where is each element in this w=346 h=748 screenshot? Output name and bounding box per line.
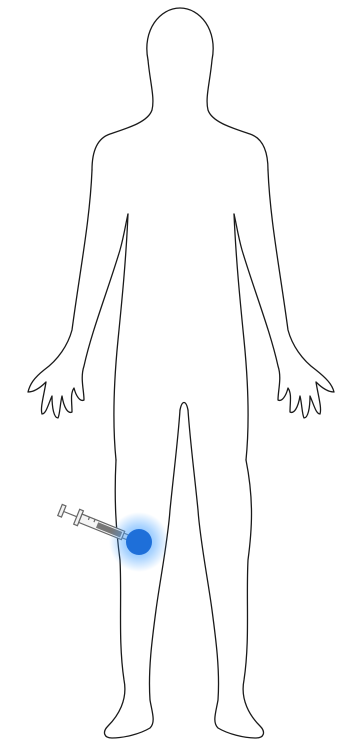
syringe-plunger-handle (58, 504, 66, 517)
head-outline-left (92, 60, 153, 170)
left-arm-outline (28, 170, 128, 418)
human-figure-outline (28, 8, 334, 738)
right-arm-outline (234, 170, 334, 418)
crotch-outline (180, 403, 188, 411)
injection-site-dot (126, 529, 152, 555)
right-leg-outline (188, 410, 263, 738)
injection-site-marker (109, 512, 169, 572)
head-outline (147, 8, 268, 170)
syringe-plunger-rod (64, 511, 77, 516)
torso-right-outline (234, 214, 248, 460)
torso-left-outline (114, 214, 128, 460)
